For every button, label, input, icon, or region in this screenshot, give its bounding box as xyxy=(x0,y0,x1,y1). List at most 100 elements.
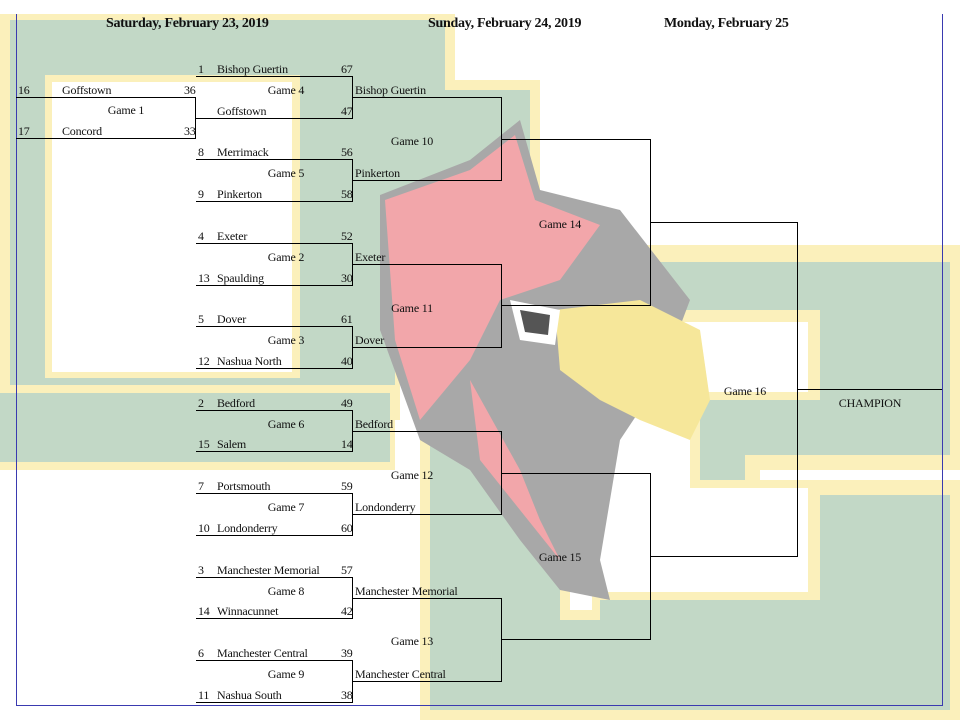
bracket-connector xyxy=(501,264,502,348)
seed: 2 xyxy=(198,396,204,410)
seed: 6 xyxy=(198,646,204,660)
team-name: Goffstown xyxy=(62,83,112,97)
bracket-line xyxy=(196,535,353,536)
bracket-line xyxy=(196,618,353,619)
game-label: Game 11 xyxy=(391,301,433,315)
bracket-line xyxy=(651,556,798,557)
game-label: Game 12 xyxy=(390,468,434,482)
bracket-connector xyxy=(352,493,353,536)
seed: 15 xyxy=(198,437,210,451)
score: 56 xyxy=(341,145,353,159)
game-label: Game 7 xyxy=(267,500,305,514)
bracket-line xyxy=(353,598,502,599)
score: 60 xyxy=(341,521,353,535)
seed: 12 xyxy=(198,354,210,368)
game-label: Game 16 xyxy=(723,384,767,398)
score: 30 xyxy=(341,271,353,285)
team-name: Bishop Guertin xyxy=(217,62,288,76)
bracket-line xyxy=(502,639,651,640)
bracket-line xyxy=(651,222,798,223)
score: 49 xyxy=(341,396,353,410)
seed: 11 xyxy=(198,688,210,702)
bracket-line xyxy=(353,347,502,348)
team-name: Manchester Central xyxy=(217,646,308,660)
game-label: Game 5 xyxy=(267,166,305,180)
game-label: Game 13 xyxy=(390,634,434,648)
bracket-line xyxy=(196,410,353,411)
team-name: Londonderry xyxy=(217,521,278,535)
header-day1: Saturday, February 23, 2019 xyxy=(106,16,269,31)
score: 40 xyxy=(341,354,353,368)
team-name: Manchester Memorial xyxy=(355,584,458,598)
team-name: Winnacunnet xyxy=(217,604,279,618)
bracket-line xyxy=(196,76,353,77)
bracket-line xyxy=(196,702,353,703)
bracket-line xyxy=(196,451,353,452)
bracket-line xyxy=(353,514,502,515)
bracket-connector xyxy=(352,159,353,202)
bracket-line xyxy=(196,159,353,160)
team-name: Exeter xyxy=(217,229,248,243)
seed: 9 xyxy=(198,187,204,201)
seed: 7 xyxy=(198,479,204,493)
team-name: Merrimack xyxy=(217,145,269,159)
bracket-line xyxy=(16,97,196,98)
bracket-line xyxy=(196,243,353,244)
bracket-line xyxy=(798,389,942,390)
seed: 16 xyxy=(18,83,30,97)
team-name: Manchester Central xyxy=(355,667,446,681)
seed: 13 xyxy=(198,271,210,285)
seed: 5 xyxy=(198,312,204,326)
team-name: Concord xyxy=(62,124,102,138)
seed: 8 xyxy=(198,145,204,159)
bracket-line xyxy=(196,368,353,369)
bracket-line xyxy=(196,577,353,578)
seed: 3 xyxy=(198,563,204,577)
team-name: Dover xyxy=(217,312,246,326)
game-label: Game 1 xyxy=(107,103,145,117)
bracket-connector xyxy=(352,76,353,119)
score: 59 xyxy=(341,479,353,493)
seed: 17 xyxy=(18,124,30,138)
frame-right-border xyxy=(942,14,943,706)
team-name: Pinkerton xyxy=(355,166,400,180)
bracket-line xyxy=(196,201,353,202)
game-label: Game 14 xyxy=(538,217,582,231)
score: 14 xyxy=(341,437,353,451)
team-name: Portsmouth xyxy=(217,479,271,493)
bracket-line xyxy=(196,660,353,661)
bracket-connector xyxy=(797,222,798,557)
score: 47 xyxy=(341,104,353,118)
bracket-line xyxy=(353,681,502,682)
team-name: Bedford xyxy=(355,417,393,431)
game-label: Game 9 xyxy=(267,667,305,681)
bracket-line xyxy=(353,264,502,265)
bracket-line xyxy=(502,473,651,474)
bracket-connector xyxy=(352,326,353,369)
bracket-line xyxy=(502,139,651,140)
frame-left-border xyxy=(16,14,17,706)
bracket-line xyxy=(196,326,353,327)
seed: 10 xyxy=(198,521,210,535)
game-label: Game 4 xyxy=(267,83,305,97)
team-name: Nashua North xyxy=(217,354,282,368)
bracket-connector xyxy=(650,139,651,306)
bracket-line xyxy=(353,180,502,181)
team-name: Exeter xyxy=(355,250,386,264)
team-name: Bedford xyxy=(217,396,255,410)
header-day2: Sunday, February 24, 2019 xyxy=(428,16,582,31)
team-name: Nashua South xyxy=(217,688,282,702)
score: 57 xyxy=(341,563,353,577)
champion-label: CHAMPION xyxy=(838,396,902,410)
score: 67 xyxy=(341,62,353,76)
bracket-line xyxy=(196,493,353,494)
bracket-connector xyxy=(501,431,502,515)
bracket-line xyxy=(502,305,651,306)
bracket-connector xyxy=(501,97,502,181)
bracket-line xyxy=(16,138,196,139)
score: 42 xyxy=(341,604,353,618)
team-name: Spaulding xyxy=(217,271,264,285)
score: 52 xyxy=(341,229,353,243)
team-name: Bishop Guertin xyxy=(355,83,426,97)
